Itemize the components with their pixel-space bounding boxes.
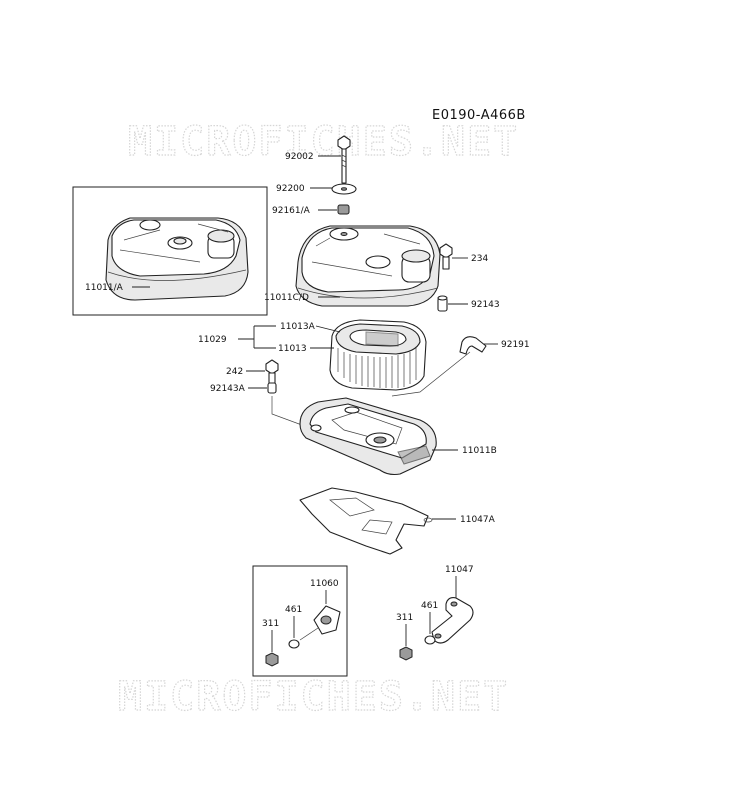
label-11047: 11047 <box>445 565 474 575</box>
washer-461-left-drawing <box>288 639 300 649</box>
label-311-left: 311 <box>262 619 279 629</box>
label-92200: 92200 <box>276 184 305 194</box>
cover-11011a-drawing <box>105 217 249 301</box>
label-242: 242 <box>226 367 243 377</box>
bolt-242-drawing <box>265 359 279 384</box>
label-11047a: 11047A <box>460 515 496 525</box>
label-461-left: 461 <box>285 605 302 615</box>
washer-461-right-drawing <box>424 635 436 645</box>
bracket-11060-drawing <box>299 605 341 641</box>
label-11011a: 11011/A <box>85 283 124 293</box>
bracket-11029 <box>238 325 276 349</box>
cover-11011cd-drawing <box>295 225 441 307</box>
label-11060: 11060 <box>310 579 339 589</box>
inset-box-bracket <box>252 565 348 677</box>
watermark-top: MICROFICHES.NET <box>128 119 519 165</box>
hose-92191-drawing <box>459 336 487 355</box>
bolt-92002-drawing <box>337 135 351 184</box>
base-11011b-drawing <box>299 397 437 476</box>
collar-92143a-connection <box>271 396 311 429</box>
label-92161a: 92161/A <box>272 206 311 216</box>
reference-code: E0190-A466B <box>432 108 526 123</box>
hose-connection-line <box>391 351 471 397</box>
plate-11047-drawing <box>431 597 474 644</box>
filter-element-drawing <box>329 319 427 391</box>
inset-box-cover-a <box>72 186 268 316</box>
nut-311-right-drawing <box>399 646 413 661</box>
label-234: 234 <box>471 254 488 264</box>
leader-11013a <box>315 325 341 333</box>
label-92143: 92143 <box>471 300 500 310</box>
collar-92143-drawing <box>437 295 448 312</box>
grommet-92161a-drawing <box>337 204 350 215</box>
label-11011cd: 11011C/D <box>264 293 309 303</box>
label-11011b: 11011B <box>462 446 497 456</box>
label-92143a: 92143A <box>210 384 246 394</box>
nut-311-left-drawing <box>265 652 279 667</box>
label-11013: 11013 <box>278 344 307 354</box>
bolt-234-drawing <box>439 243 453 270</box>
label-11029: 11029 <box>198 335 227 345</box>
gasket-11047a-drawing <box>299 487 433 555</box>
label-92191: 92191 <box>501 340 530 350</box>
label-311-right: 311 <box>396 613 413 623</box>
watermark-bottom: MICROFICHES.NET <box>118 674 509 720</box>
washer-92200-drawing <box>331 183 357 195</box>
collar-92143a-drawing <box>267 382 277 394</box>
label-11013a: 11013A <box>280 322 316 332</box>
label-461-right: 461 <box>421 601 438 611</box>
label-92002: 92002 <box>285 152 314 162</box>
